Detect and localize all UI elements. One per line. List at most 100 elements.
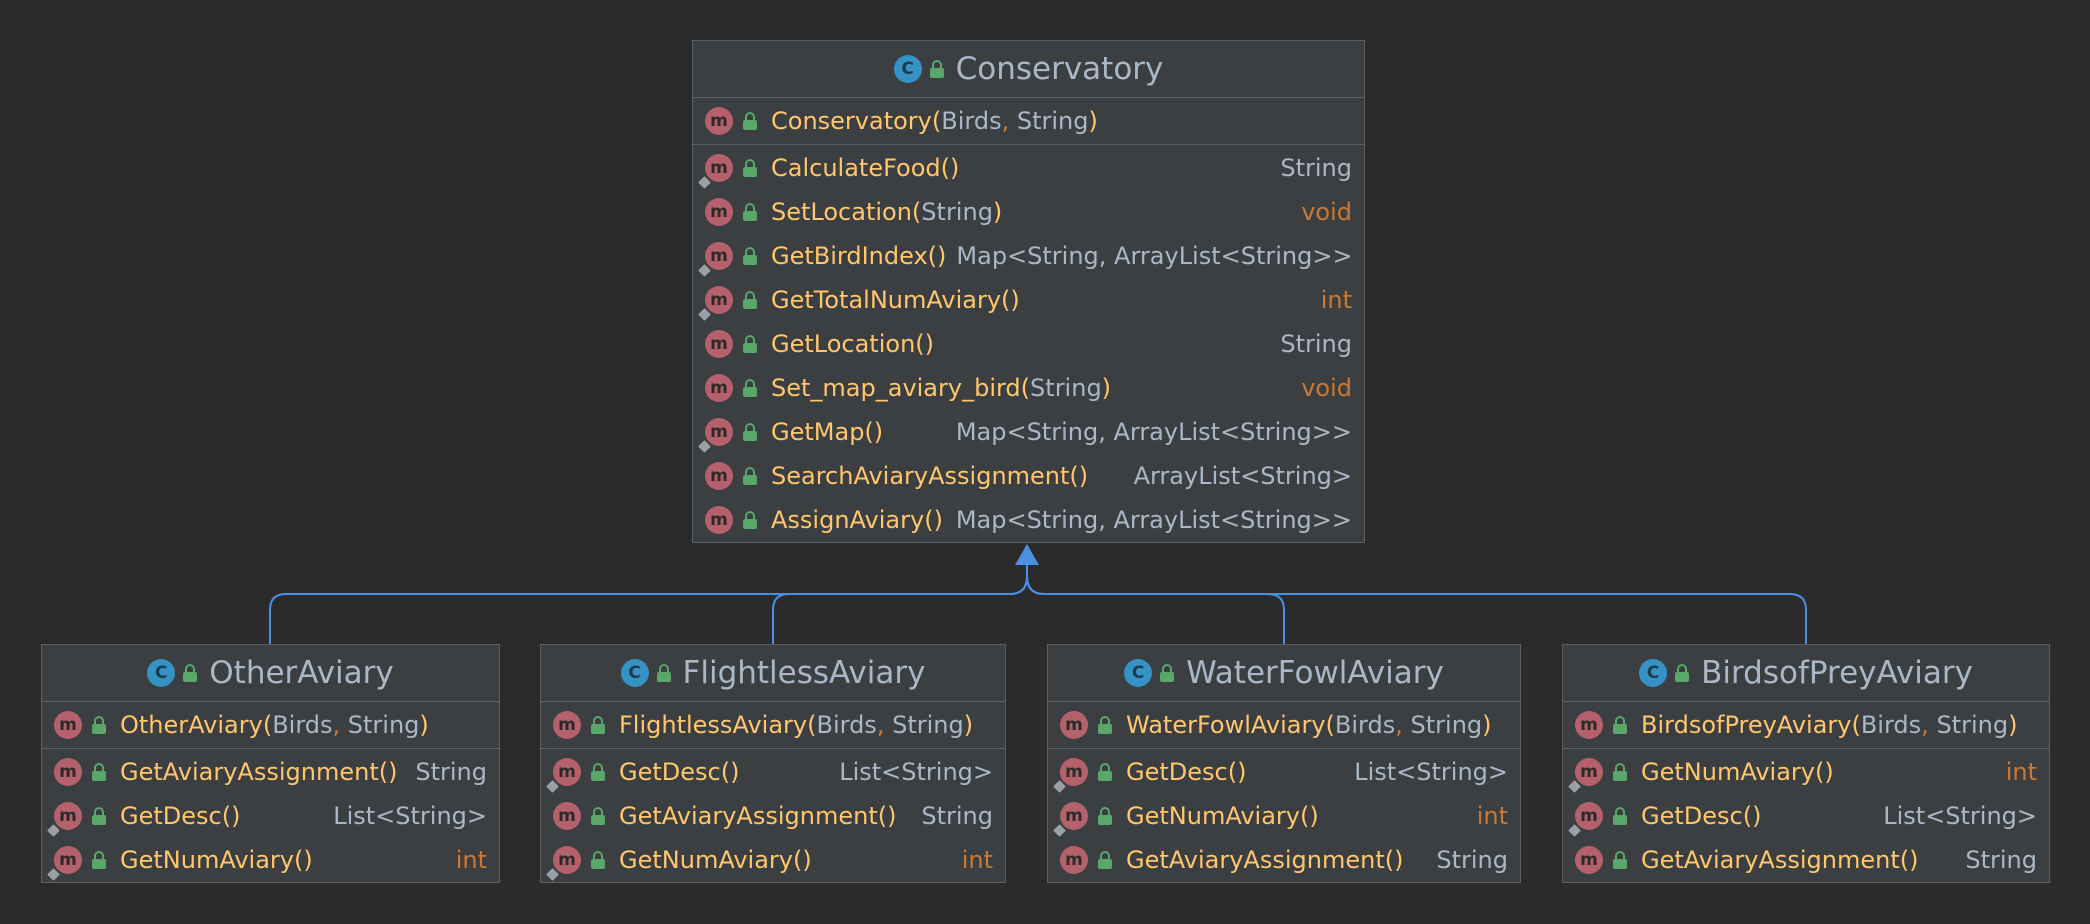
method-name: CalculateFood: [771, 154, 941, 182]
paren-close: ): [887, 802, 897, 830]
method-name: Set_map_aviary_bird: [771, 374, 1021, 402]
pin-icon: [698, 264, 711, 277]
paren-close: ): [950, 154, 960, 182]
paren-close: ): [1309, 802, 1319, 830]
param-type: String: [1936, 711, 2009, 739]
public-lock-icon: [743, 467, 757, 485]
method-name: SetLocation: [771, 198, 912, 226]
pin-icon: [1568, 824, 1581, 837]
public-lock-icon: [1613, 807, 1627, 825]
public-lock-icon: [92, 716, 106, 734]
method-signature: GetBirdIndex(): [771, 242, 946, 270]
paren-open: (: [1227, 758, 1238, 786]
method-name: Conservatory: [771, 107, 932, 135]
method-icon: m: [1060, 711, 1088, 739]
public-lock-icon: [929, 60, 944, 78]
paren-open: (: [1325, 711, 1335, 739]
edge-flightlessaviary: [772, 575, 1028, 644]
method-signature: GetNumAviary(): [619, 846, 812, 874]
method-name: GetDesc: [120, 802, 222, 830]
paren-open: (: [1069, 462, 1079, 490]
return-type: String: [415, 758, 487, 786]
method-signature: GetLocation(): [771, 330, 934, 358]
return-type: int: [1476, 802, 1508, 830]
paren-open: (: [1742, 802, 1753, 830]
method-name: GetDesc: [1641, 802, 1743, 830]
paren-open: (: [911, 198, 922, 226]
paren-open: (: [931, 107, 942, 135]
pin-icon: [546, 780, 559, 793]
public-lock-icon: [591, 851, 605, 869]
paren-close: ): [2008, 711, 2018, 739]
method-name: BirdsofPreyAviary: [1641, 711, 1852, 739]
paren-open: (: [915, 330, 925, 358]
method-icon: m: [705, 462, 733, 490]
paren-open: (: [1814, 758, 1825, 786]
pin-icon: [1053, 780, 1066, 793]
pin-icon: [698, 308, 711, 321]
method-icon: m: [1053, 758, 1088, 793]
method-name: WaterFowlAviary: [1126, 711, 1326, 739]
param-type: String: [921, 198, 993, 226]
paren-open: (: [927, 242, 938, 270]
edge-birdsofpreyaviary: [1026, 575, 1807, 644]
public-lock-icon: [591, 807, 605, 825]
method-icon: m: [1053, 802, 1088, 837]
paren-open: (: [378, 758, 389, 786]
return-type: String: [1280, 330, 1352, 358]
public-lock-icon: [1098, 716, 1112, 734]
method-icon: m: [1575, 846, 1603, 874]
method-icon: m: [553, 711, 581, 739]
method-name: FlightlessAviary: [619, 711, 808, 739]
public-lock-icon: [1613, 716, 1627, 734]
method-name: GetDesc: [1126, 758, 1228, 786]
method-name: GetAviaryAssignment: [120, 758, 379, 786]
public-lock-icon: [183, 664, 198, 682]
return-type: List<String>: [839, 758, 993, 786]
method-signature: SetLocation(String): [771, 198, 1002, 226]
method-icon: m: [546, 758, 581, 793]
return-type: String: [1280, 154, 1352, 182]
paren-close: ): [873, 418, 884, 446]
paren-close: ): [388, 758, 398, 786]
paren-open: (: [262, 711, 273, 739]
class-name: WaterFowlAviary: [1186, 655, 1444, 691]
edge-waterfowlaviary: [1026, 575, 1285, 644]
